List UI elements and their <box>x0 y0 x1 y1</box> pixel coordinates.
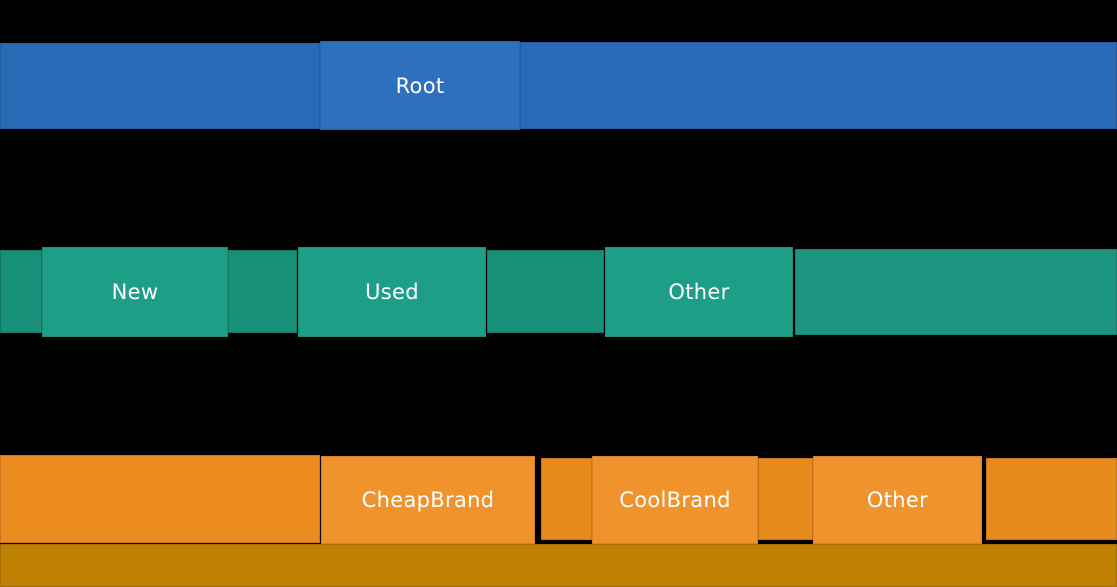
icicle-tile-new[interactable]: New <box>42 247 228 337</box>
icicle-segment-level4[interactable] <box>0 544 1117 587</box>
segment-label: CheapBrand <box>361 488 495 512</box>
segment-label: New <box>111 280 159 304</box>
icicle-segment-level3[interactable] <box>541 458 592 540</box>
segment-label: Used <box>365 280 419 304</box>
icicle-tile-root[interactable]: Root <box>320 41 520 130</box>
icicle-segment-level1[interactable] <box>520 42 1117 129</box>
icicle-tile-used[interactable]: Used <box>298 247 486 337</box>
icicle-segment-level3[interactable] <box>0 455 320 543</box>
icicle-tile-other[interactable]: Other <box>605 247 793 337</box>
segment-label: Other <box>866 488 929 512</box>
icicle-segment-level3[interactable] <box>986 458 1117 540</box>
icicle-segment-level1[interactable] <box>0 43 320 129</box>
icicle-segment-level2[interactable] <box>795 249 1117 335</box>
segment-label: Root <box>395 73 445 98</box>
icicle-segment-level3[interactable] <box>758 458 813 540</box>
icicle-segment-level2[interactable] <box>228 250 297 333</box>
icicle-tile-cheapbrand[interactable]: CheapBrand <box>321 456 535 544</box>
icicle-segment-level2[interactable] <box>487 250 604 333</box>
segment-label: CoolBrand <box>619 488 731 512</box>
segment-label: Other <box>668 280 730 304</box>
icicle-tile-other[interactable]: Other <box>813 456 982 544</box>
icicle-tile-coolbrand[interactable]: CoolBrand <box>592 456 758 544</box>
icicle-segment-level2[interactable] <box>0 250 42 333</box>
